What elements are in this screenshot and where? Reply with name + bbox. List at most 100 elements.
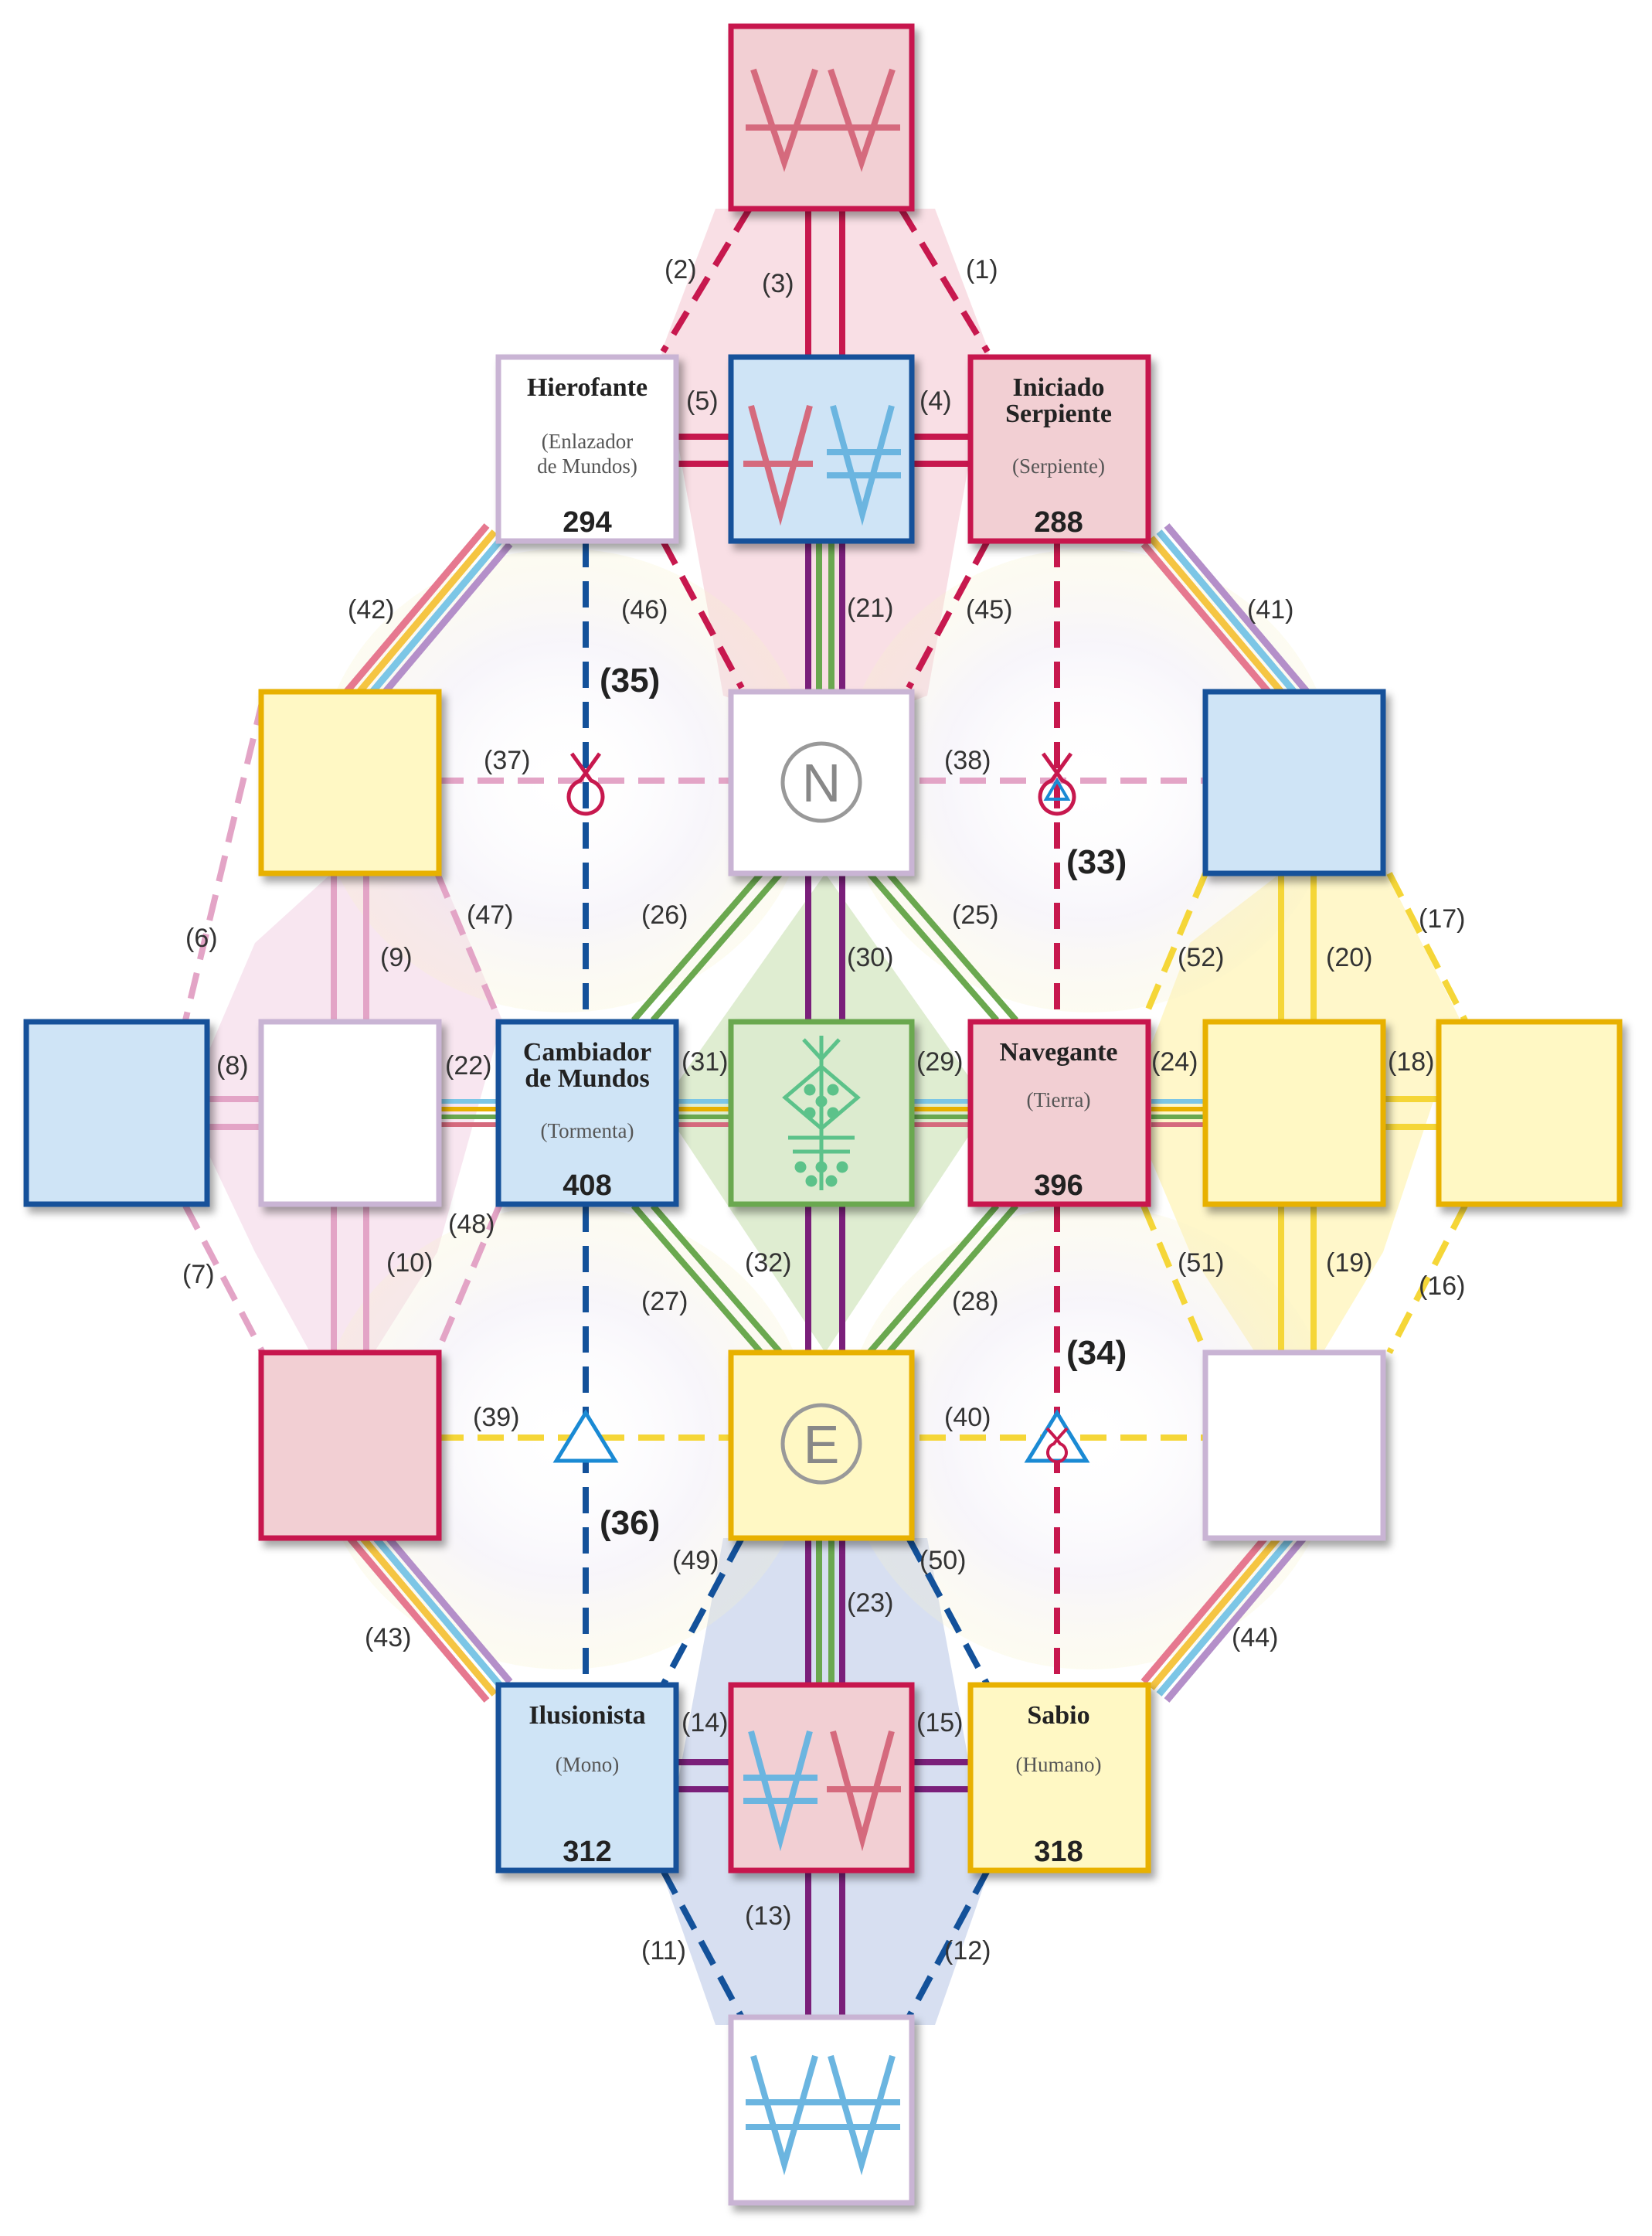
loop-symbol-left xyxy=(566,752,605,816)
iniciado-sub: (Serpiente) xyxy=(1012,454,1105,478)
iniciado-title2: Serpiente xyxy=(1005,400,1112,428)
path-49 xyxy=(660,1537,745,1686)
north-letter: N xyxy=(802,753,841,813)
box-right-yellow xyxy=(1202,1019,1386,1207)
navegante-sub: (Tierra) xyxy=(1027,1088,1091,1111)
box-sabio xyxy=(967,1682,1151,1874)
navegante-title: Navegante xyxy=(1000,1038,1118,1067)
hierofante-number: 294 xyxy=(563,506,611,539)
label-44: (44) xyxy=(1232,1623,1278,1652)
path-6 xyxy=(182,699,266,1021)
box-top xyxy=(728,23,915,212)
sabio-title: Sabio xyxy=(1027,1701,1089,1730)
label-18: (18) xyxy=(1388,1047,1434,1077)
label-34: (34) xyxy=(1066,1334,1127,1372)
label-29: (29) xyxy=(916,1047,963,1077)
iniciado-number: 288 xyxy=(1034,506,1083,539)
label-46: (46) xyxy=(621,595,668,625)
box-ilusionista xyxy=(495,1682,679,1874)
label-3: (3) xyxy=(762,269,794,298)
sabio-sub: (Humano) xyxy=(1016,1753,1102,1776)
box-hierofante xyxy=(495,354,679,544)
label-30: (30) xyxy=(847,943,893,972)
path-17 xyxy=(1386,872,1468,1022)
label-42: (42) xyxy=(348,595,394,625)
label-24: (24) xyxy=(1151,1047,1198,1077)
label-9: (9) xyxy=(380,943,413,972)
box-left-white xyxy=(258,1019,442,1207)
cambiador-title2: de Mundos xyxy=(525,1064,650,1093)
cambiador-title1: Cambiador xyxy=(523,1038,651,1067)
label-8: (8) xyxy=(216,1051,249,1081)
horizontal-band-24 xyxy=(1151,1099,1205,1127)
label-41: (41) xyxy=(1247,595,1293,625)
label-17: (17) xyxy=(1419,904,1465,934)
label-20: (20) xyxy=(1326,943,1372,972)
label-21: (21) xyxy=(847,594,893,623)
label-47: (47) xyxy=(467,900,513,930)
label-13: (13) xyxy=(745,1901,791,1931)
box-right-blue xyxy=(1202,689,1386,876)
path-27b xyxy=(650,1203,784,1355)
double-v-icon-top xyxy=(746,68,900,172)
east-letter: E xyxy=(804,1414,840,1475)
blue-red-v-icon xyxy=(743,1730,901,1852)
box-east xyxy=(728,1349,915,1541)
label-11: (11) xyxy=(641,1936,686,1965)
label-4: (4) xyxy=(919,386,952,416)
hierofante-title: Hierofante xyxy=(527,373,648,402)
box-north xyxy=(728,689,915,876)
path-25b xyxy=(866,871,1000,1023)
box-right-white xyxy=(1202,1349,1386,1541)
horizontal-band-29 xyxy=(912,1099,970,1127)
path-46 xyxy=(660,539,745,689)
label-10: (10) xyxy=(386,1248,433,1278)
path-28 xyxy=(885,1203,1019,1355)
rainbow-band-41 xyxy=(1140,523,1317,720)
path-51 xyxy=(1140,1204,1208,1354)
hierofante-sub2: de Mundos) xyxy=(537,454,637,478)
sabio-number: 318 xyxy=(1034,1836,1083,1868)
label-37: (37) xyxy=(484,746,530,775)
box-bottom xyxy=(728,2014,915,2206)
hierofante-sub1: (Enlazador xyxy=(542,430,633,453)
path-1 xyxy=(898,206,991,354)
path-12 xyxy=(906,1869,991,2019)
triangle-loop-symbol-right xyxy=(1024,1409,1090,1464)
ilusionista-sub: (Mono) xyxy=(556,1753,620,1776)
path-26 xyxy=(631,871,764,1023)
label-6: (6) xyxy=(185,924,218,953)
label-15: (15) xyxy=(916,1708,963,1737)
label-22: (22) xyxy=(445,1051,491,1081)
label-51: (51) xyxy=(1178,1248,1224,1278)
label-27: (27) xyxy=(641,1287,688,1316)
box-navegante xyxy=(967,1019,1151,1207)
label-39: (39) xyxy=(473,1403,519,1432)
label-52: (52) xyxy=(1178,943,1224,972)
label-48: (48) xyxy=(448,1210,495,1239)
red-blue-v-icon xyxy=(743,404,901,526)
loop-triangle-symbol-right xyxy=(1038,752,1076,816)
box-left-yellow xyxy=(258,689,442,876)
horizontal-band-31 xyxy=(672,1099,731,1127)
label-16: (16) xyxy=(1419,1271,1465,1301)
path-48 xyxy=(434,1204,502,1354)
label-19: (19) xyxy=(1326,1248,1372,1278)
label-2: (2) xyxy=(665,255,697,284)
label-35: (35) xyxy=(600,662,660,699)
label-50: (50) xyxy=(919,1546,966,1575)
triangle-symbol-left xyxy=(552,1409,619,1463)
label-43: (43) xyxy=(365,1623,411,1652)
label-14: (14) xyxy=(682,1708,728,1737)
box-far-left-blue xyxy=(23,1019,210,1207)
label-32: (32) xyxy=(745,1248,791,1278)
ilusionista-number: 312 xyxy=(563,1836,611,1868)
label-26: (26) xyxy=(641,900,688,930)
box-iniciado xyxy=(967,354,1151,544)
path-45 xyxy=(906,539,991,689)
label-5: (5) xyxy=(686,386,719,416)
label-12: (12) xyxy=(944,1936,991,1965)
path-2 xyxy=(660,206,753,354)
path-25 xyxy=(885,871,1019,1023)
